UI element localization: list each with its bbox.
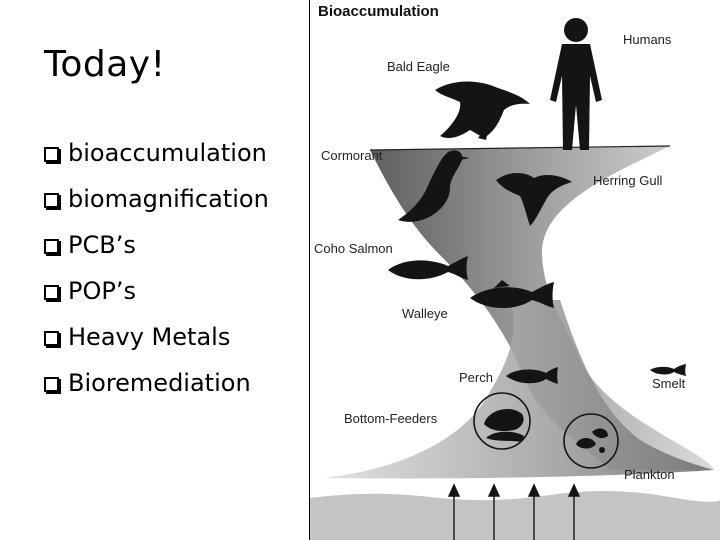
fish-icon — [506, 367, 558, 384]
bullet-square-icon — [44, 330, 59, 346]
bullet-text: biomagnification — [68, 185, 269, 213]
bullet-square-icon — [44, 192, 59, 208]
sediment-layer — [310, 490, 720, 540]
label-herring-gull: Herring Gull — [593, 173, 663, 188]
gull-icon — [496, 173, 572, 226]
bullet-text: PCB’s — [68, 231, 136, 259]
bullet-item: biomagnification — [44, 176, 269, 222]
band-edge — [369, 145, 671, 151]
bullet-square-icon — [44, 238, 59, 254]
bullet-list: bioaccumulation biomagnification PCB’s P… — [44, 130, 269, 406]
bullet-item: Heavy Metals — [44, 314, 269, 360]
fish-icon — [650, 364, 686, 376]
bullet-text: bioaccumulation — [68, 139, 267, 167]
bullet-item: POP’s — [44, 268, 269, 314]
fish-icon — [388, 256, 468, 280]
label-plankton: Plankton — [624, 467, 675, 482]
label-smelt: Smelt — [652, 376, 686, 391]
label-humans: Humans — [623, 32, 672, 47]
bullet-square-icon — [44, 376, 59, 392]
plankton-icon — [563, 413, 619, 469]
up-arrow-icon — [487, 483, 501, 540]
bullet-item: PCB’s — [44, 222, 269, 268]
label-bald-eagle: Bald Eagle — [387, 59, 450, 74]
fish-icon — [470, 280, 554, 309]
up-arrow-icon — [447, 483, 461, 540]
food-chain-band-lower — [322, 300, 714, 479]
diagram-graphic — [310, 18, 720, 540]
bullet-item: bioaccumulation — [44, 130, 269, 176]
label-coho-salmon: Coho Salmon — [314, 241, 393, 256]
up-arrow-icon — [527, 483, 541, 540]
up-arrow-icon — [567, 483, 581, 540]
bullet-item: Bioremediation — [44, 360, 269, 406]
shellfish-icon — [473, 392, 531, 450]
bullet-text: Bioremediation — [68, 369, 251, 397]
label-perch: Perch — [459, 370, 493, 385]
human-icon — [550, 18, 602, 150]
label-cormorant: Cormorant — [321, 148, 383, 163]
cormorant-icon — [398, 150, 470, 222]
label-walleye: Walleye — [402, 306, 448, 321]
bullet-text: POP’s — [68, 277, 136, 305]
slide-title: Today! — [44, 44, 166, 85]
label-bottom-feeders: Bottom-Feeders — [344, 411, 438, 426]
bullet-square-icon — [44, 146, 59, 162]
bullet-text: Heavy Metals — [68, 323, 231, 351]
diagram-title: Bioaccumulation — [318, 3, 439, 20]
bioaccumulation-diagram: Bioaccumulation Humans Bald Eagle Cormor… — [309, 0, 720, 540]
bullet-square-icon — [44, 284, 59, 300]
eagle-icon — [435, 81, 530, 140]
